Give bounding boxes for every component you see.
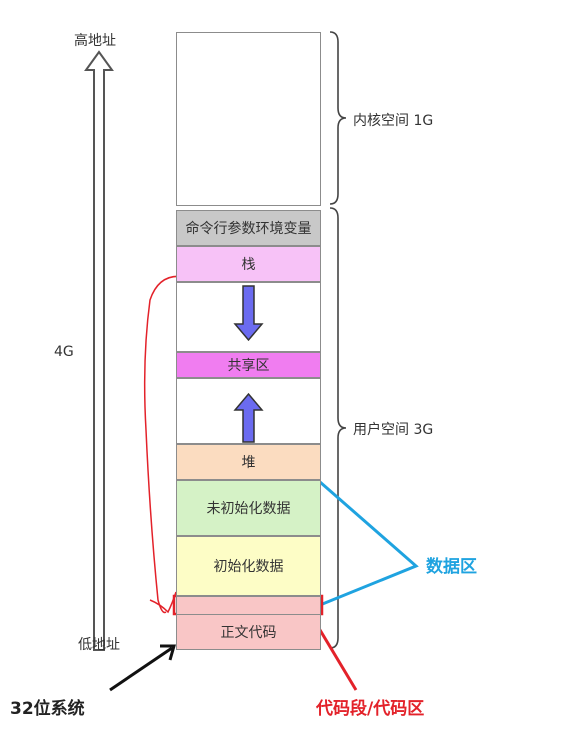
system-pointer bbox=[109, 646, 173, 692]
cmdline-env-segment: 命令行参数环境变量 bbox=[176, 210, 321, 246]
data-area-pointer bbox=[319, 480, 419, 607]
user-space-label: 用户空间 3G bbox=[353, 422, 434, 438]
address-space-size-label: 4G bbox=[54, 344, 74, 360]
code-area-label: 代码段/代码区 bbox=[316, 699, 425, 719]
stack-heap-gap-lower bbox=[176, 378, 321, 444]
kernel-segment bbox=[176, 32, 321, 206]
heap-segment: 堆 bbox=[176, 444, 321, 480]
bss-segment: 未初始化数据 bbox=[176, 480, 321, 536]
text-segment-top bbox=[176, 596, 321, 614]
kernel-space-brace bbox=[329, 31, 347, 205]
code-area-pointer bbox=[312, 619, 358, 691]
shared-segment: 共享区 bbox=[176, 352, 321, 378]
system-pointer-head bbox=[160, 644, 176, 661]
low-address-label: 低地址 bbox=[78, 637, 120, 653]
kernel-space-label: 内核空间 1G bbox=[353, 113, 434, 129]
system-label: 32位系统 bbox=[10, 699, 85, 719]
text-segment: 正文代码 bbox=[176, 614, 321, 650]
stack-heap-gap-upper bbox=[176, 282, 321, 352]
heap-grow-up-arrow bbox=[233, 392, 264, 443]
address-axis-arrow bbox=[84, 50, 114, 651]
data-segment: 初始化数据 bbox=[176, 536, 321, 596]
curve-arrowhead bbox=[149, 591, 177, 614]
user-space-brace bbox=[329, 207, 347, 649]
stack-segment: 栈 bbox=[176, 246, 321, 282]
data-area-label: 数据区 bbox=[426, 557, 477, 577]
stack-grow-down-arrow bbox=[233, 285, 264, 342]
high-address-label: 高地址 bbox=[74, 33, 116, 49]
